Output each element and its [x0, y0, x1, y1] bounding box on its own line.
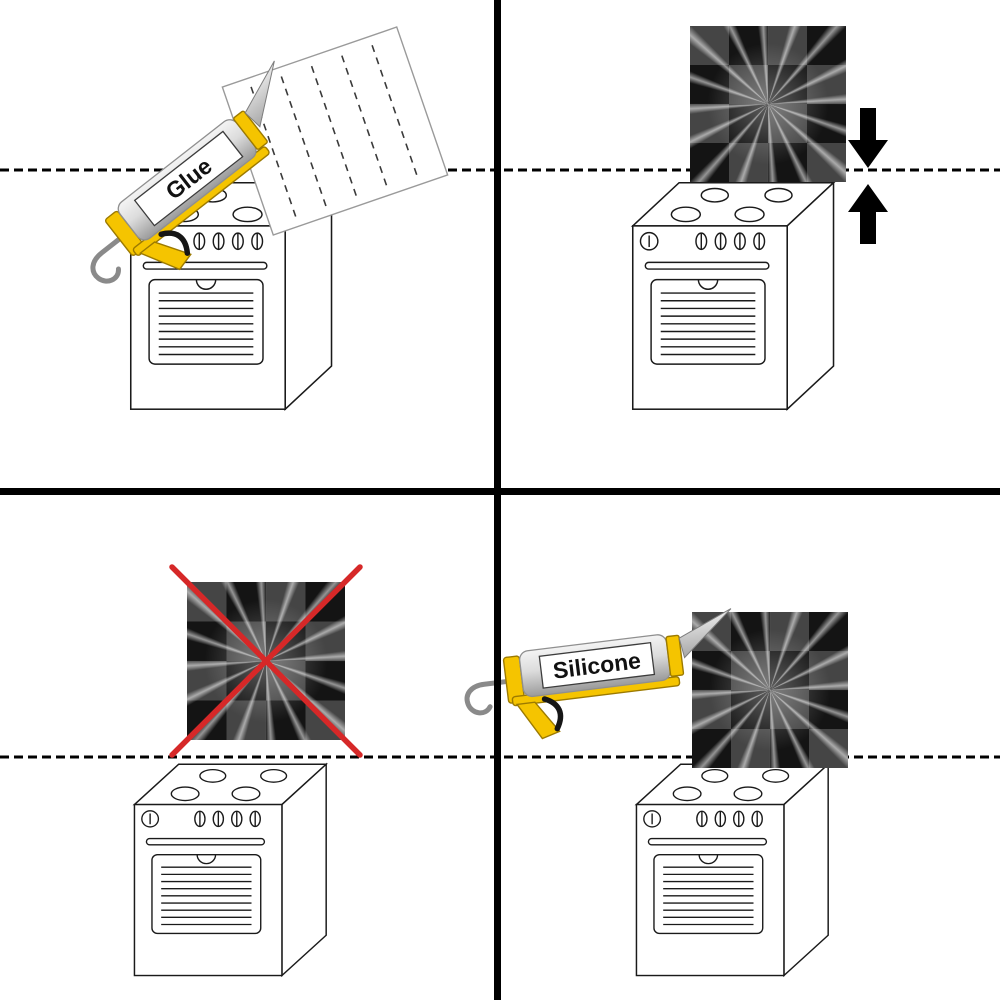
gun-label-band: [538, 641, 656, 689]
gun-handle: [515, 701, 561, 740]
vertical-divider: [494, 0, 501, 1000]
gun-front-cap: [665, 634, 685, 677]
gun-hook-icon: [90, 236, 122, 284]
gun-hook-icon: [464, 679, 509, 716]
gun-trigger: [158, 230, 191, 256]
metal-panel-icon: [690, 26, 846, 182]
press-down-arrow-icon: [848, 108, 888, 168]
stove-icon: [631, 181, 835, 410]
prohibition-cross-icon: [169, 564, 363, 758]
gun-handle: [138, 241, 192, 271]
stove-icon: [133, 763, 327, 977]
glue-sheet-icon: [221, 26, 449, 236]
press-up-arrow-icon: [848, 184, 888, 244]
gun-label-band: [133, 130, 244, 227]
metal-panel-icon: [692, 612, 848, 768]
press-arrows-icon: [848, 108, 888, 244]
gun-nozzle: [678, 608, 732, 659]
gun-trigger: [541, 696, 564, 732]
caulking-gun-silicone-icon: Silicone: [464, 608, 732, 740]
stove-icon: [635, 763, 829, 977]
horizontal-divider: [0, 488, 1000, 495]
caulking-gun-glue-icon: Glue: [90, 60, 275, 284]
gun-nozzle: [244, 60, 275, 128]
gun-front-cap: [233, 110, 268, 150]
